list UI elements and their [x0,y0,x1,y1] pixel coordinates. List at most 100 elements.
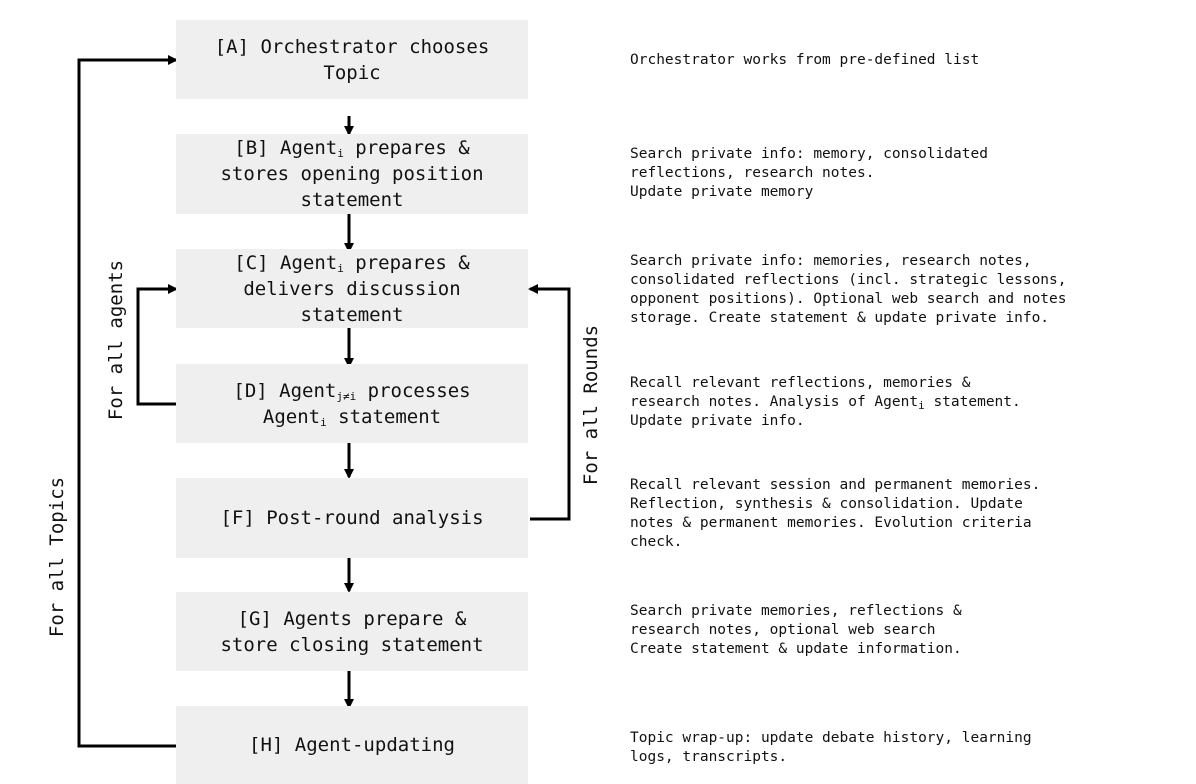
text-fragment: [B] Agent [234,137,338,159]
text-line: Search private info: memories, research … [630,252,1190,271]
text-fragment: statement [326,405,442,428]
text-line: [C] Agenti prepares & [234,250,469,276]
text-fragment: [H] Agent-updating [249,734,455,756]
loop-rounds-arrow [528,284,571,521]
text-fragment: logs, transcripts. [630,749,788,765]
text-line: statement [234,302,469,328]
text-fragment: Create statement & update information. [630,641,962,657]
text-fragment: [F] Post-round analysis [220,507,484,529]
note-h: Topic wrap-up: update debate history, le… [630,729,1190,767]
loop-topics-arrow [77,55,178,748]
text-fragment: processes [356,379,471,402]
step-b-text: [B] Agenti prepares &stores opening posi… [220,135,483,213]
text-line: statement [220,187,483,213]
note-d: Recall relevant reflections, memories & r… [630,374,1190,431]
step-b-box: [B] Agenti prepares &stores opening posi… [176,134,528,214]
text-line: Agenti statement [233,404,470,430]
text-fragment: Agent [262,405,321,428]
text-fragment: Topic [323,61,381,84]
text-fragment: Orchestrator works from pre-defined list [630,52,980,68]
text-fragment: Search private info: memories, research … [630,253,1032,269]
text-fragment: [A] Orchestrator chooses [214,35,490,58]
text-line: [B] Agenti prepares & [220,135,483,161]
note-a: Orchestrator works from pre-defined list [630,51,1190,70]
text-line: logs, transcripts. [630,748,1190,767]
text-fragment: Recall relevant session and permanent me… [630,477,1041,493]
text-fragment: check. [630,534,683,550]
text-line: delivers discussion [234,276,469,302]
step-h-box: [H] Agent-updating [176,706,528,784]
text-fragment: Search private memories, reflections & [630,603,962,619]
text-line: research notes. Analysis of Agenti state… [630,393,1190,412]
subscript: i [320,415,327,429]
text-fragment: opponent positions). Optional web search… [630,291,1067,307]
text-line: Orchestrator works from pre-defined list [630,51,1190,70]
text-line: opponent positions). Optional web search… [630,290,1190,309]
text-line: [F] Post-round analysis [220,505,483,531]
text-fragment: statement [300,303,404,326]
text-fragment: prepares & [343,251,470,274]
text-fragment: Search private info: memory, consolidate… [630,146,988,162]
loop-agents-arrow [136,284,178,406]
text-fragment: Recall relevant reflections, memories & [630,375,971,391]
step-h-text: [H] Agent-updating [249,732,455,758]
subscript: i [918,399,925,412]
note-g: Search private memories, reflections & re… [630,602,1190,659]
text-line: Create statement & update information. [630,640,1190,659]
text-fragment: storage. Create statement & update priva… [630,310,1050,326]
text-line: Search private memories, reflections & [630,602,1190,621]
note-b: Search private info: memory, consolidate… [630,145,1190,202]
text-fragment: research notes, optional web search [630,622,936,638]
loop-rounds-label: For all Rounds [580,324,602,486]
step-c-box: [C] Agenti prepares &delivers discussion… [176,249,528,328]
loop-agents-label: For all agents [105,259,127,421]
subscript: j≠i [336,389,357,403]
step-f-text: [F] Post-round analysis [220,505,483,531]
text-fragment: notes & permanent memories. Evolution cr… [630,515,1032,531]
text-line: check. [630,533,1190,552]
text-fragment: stores opening position [220,163,484,185]
text-fragment: [C] Agent [234,251,338,274]
note-c: Search private info: memories, research … [630,252,1190,328]
text-fragment: [D] Agent [233,379,337,402]
text-line: Reflection, synthesis & consolidation. U… [630,495,1190,514]
text-line: notes & permanent memories. Evolution cr… [630,514,1190,533]
text-line: research notes, optional web search [630,621,1190,640]
text-line: consolidated reflections (incl. strategi… [630,271,1190,290]
text-line: Search private info: memory, consolidate… [630,145,1190,164]
text-fragment: [G] Agents prepare & [237,607,467,630]
text-line: Recall relevant session and permanent me… [630,476,1190,495]
text-line: storage. Create statement & update priva… [630,309,1190,328]
text-line: [D] Agentj≠i processes [233,378,470,404]
note-f: Recall relevant session and permanent me… [630,476,1190,552]
text-fragment: Update private info. [630,413,805,429]
text-fragment: consolidated reflections (incl. strategi… [630,272,1067,288]
text-line: store closing statement [220,632,483,658]
text-line: Topic [215,60,490,86]
text-line: stores opening position [220,161,483,187]
text-fragment: Update private memory [630,184,814,200]
text-fragment: delivers discussion [243,277,461,300]
subscript: i [337,147,344,160]
text-line: [G] Agents prepare & [220,606,483,632]
text-fragment: statement [300,189,404,211]
text-fragment: Reflection, synthesis & consolidation. U… [630,496,1023,512]
text-fragment: reflections, research notes. [630,165,875,181]
text-line: Update private memory [630,183,1190,202]
text-line: [A] Orchestrator chooses [215,34,490,60]
subscript: i [337,261,344,275]
step-c-text: [C] Agenti prepares &delivers discussion… [234,250,469,328]
loop-topics-label: For all Topics [46,476,68,638]
text-line: Recall relevant reflections, memories & [630,374,1190,393]
text-fragment: prepares & [343,137,470,159]
text-fragment: Topic wrap-up: update debate history, le… [630,730,1032,746]
step-g-text: [G] Agents prepare &store closing statem… [220,606,483,658]
text-fragment: research notes. Analysis of Agent [630,394,919,410]
text-line: [H] Agent-updating [249,732,455,758]
text-line: Topic wrap-up: update debate history, le… [630,729,1190,748]
